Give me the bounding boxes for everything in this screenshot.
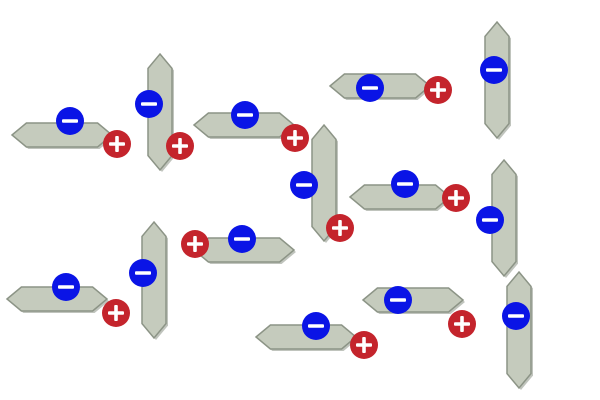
- negative-charge-8: [476, 206, 504, 234]
- negative-charge-12: [302, 312, 330, 340]
- charges-layer: [52, 56, 530, 359]
- plus-sign-vertical: [114, 305, 118, 321]
- positive-charge-12: [350, 331, 378, 359]
- positive-charge-2: [166, 132, 194, 160]
- plus-sign-vertical: [454, 190, 458, 206]
- platelet-body: [491, 158, 517, 278]
- platelet-1: [10, 122, 114, 149]
- minus-sign-bar: [482, 218, 498, 222]
- minus-sign-bar: [508, 314, 524, 318]
- negative-charge-2: [135, 90, 163, 118]
- minus-sign-bar: [308, 324, 324, 328]
- minus-sign-bar: [62, 119, 78, 123]
- minus-sign-bar: [390, 298, 406, 302]
- plus-sign-vertical: [436, 82, 440, 98]
- platelet-body: [506, 270, 532, 390]
- negative-charge-11: [52, 273, 80, 301]
- platelet-body: [5, 286, 109, 312]
- platelet-body: [311, 123, 337, 243]
- platelet-12: [254, 324, 358, 351]
- platelet-7: [348, 184, 452, 211]
- minus-sign-bar: [237, 113, 253, 117]
- negative-charge-7: [391, 170, 419, 198]
- plus-sign-vertical: [115, 136, 119, 152]
- minus-sign-bar: [58, 285, 74, 289]
- minus-sign-bar: [141, 102, 157, 106]
- platelet-11: [5, 286, 109, 313]
- positive-charge-11: [102, 299, 130, 327]
- negative-charge-4: [290, 171, 318, 199]
- negative-charge-14: [502, 302, 530, 330]
- positive-charge-7: [442, 184, 470, 212]
- positive-charge-5: [424, 76, 452, 104]
- positive-charge-1: [103, 130, 131, 158]
- negative-charge-10: [129, 259, 157, 287]
- positive-charge-14: [448, 310, 476, 338]
- plus-sign-vertical: [178, 138, 182, 154]
- negative-charge-3: [231, 101, 259, 129]
- minus-sign-bar: [362, 86, 378, 90]
- platelet-4: [311, 123, 338, 243]
- minus-sign-bar: [397, 182, 413, 186]
- negative-charge-13: [384, 286, 412, 314]
- minus-sign-bar: [486, 68, 502, 72]
- negative-charge-1: [56, 107, 84, 135]
- plus-sign-vertical: [362, 337, 366, 353]
- plus-sign-vertical: [338, 220, 342, 236]
- plus-sign-vertical: [193, 236, 197, 252]
- plus-sign-vertical: [293, 130, 297, 146]
- minus-sign-bar: [135, 271, 151, 275]
- platelet-8: [491, 158, 518, 278]
- positive-charge-3: [281, 124, 309, 152]
- negative-charge-9: [228, 225, 256, 253]
- negative-charge-5: [356, 74, 384, 102]
- positive-charge-9: [181, 230, 209, 258]
- platelet-body: [361, 287, 465, 313]
- positive-charge-4: [326, 214, 354, 242]
- minus-sign-bar: [296, 183, 312, 187]
- negative-charge-6: [480, 56, 508, 84]
- platelet-13: [361, 287, 465, 314]
- platelet-14: [506, 270, 533, 390]
- minus-sign-bar: [234, 237, 250, 241]
- plus-sign-vertical: [460, 316, 464, 332]
